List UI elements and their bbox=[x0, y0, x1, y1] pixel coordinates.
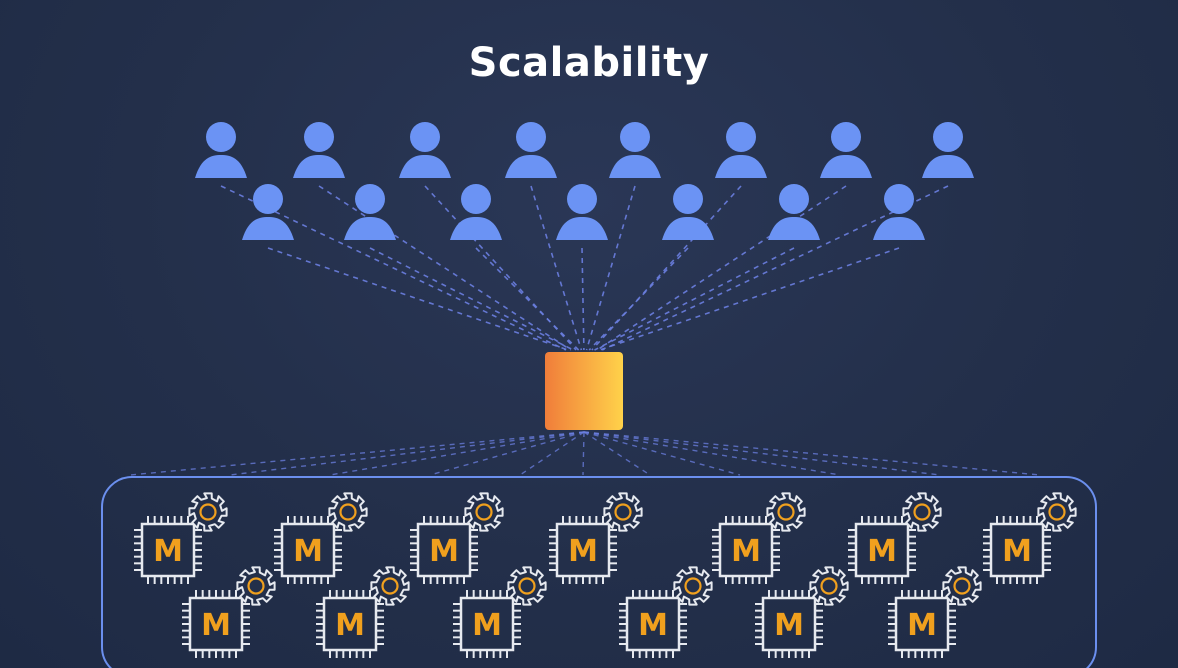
user-connection-line bbox=[601, 185, 949, 351]
ec2-instance-chip-icon: M bbox=[619, 590, 687, 658]
ec2-instance-chip-icon: M bbox=[549, 516, 617, 584]
ec2-instance-chip-icon: M bbox=[134, 516, 202, 584]
user-icon bbox=[344, 184, 396, 240]
user-icon bbox=[873, 184, 925, 240]
instance-connection-line bbox=[583, 431, 841, 476]
user-icon bbox=[399, 122, 451, 178]
user-icon bbox=[242, 184, 294, 240]
ec2-instance-chip-icon: M bbox=[712, 516, 780, 584]
ec2-instance-chip-icon: M bbox=[848, 516, 916, 584]
user-connection-line bbox=[591, 185, 742, 351]
user-connection-line bbox=[318, 185, 572, 351]
gear-icon bbox=[1037, 492, 1077, 532]
ec2-instance-chip-icon: M bbox=[755, 590, 823, 658]
instance-label: M bbox=[201, 608, 231, 643]
instance-label: M bbox=[335, 608, 365, 643]
instance-label: M bbox=[774, 608, 804, 643]
user-connections bbox=[220, 185, 949, 351]
instance-connections bbox=[129, 431, 1041, 476]
user-icon bbox=[662, 184, 714, 240]
gear-icon bbox=[673, 566, 713, 606]
gear-icon bbox=[464, 492, 504, 532]
load-balancer-box bbox=[545, 352, 623, 430]
instance-connection-line bbox=[582, 431, 585, 476]
instance-label: M bbox=[731, 534, 761, 569]
user-connection-line bbox=[585, 185, 636, 351]
user-connection-line bbox=[530, 185, 583, 351]
instance-connection-line bbox=[129, 431, 585, 476]
user-icon bbox=[768, 184, 820, 240]
instance-label: M bbox=[429, 534, 459, 569]
gear-icon bbox=[370, 566, 410, 606]
instance-connection-line bbox=[519, 431, 585, 476]
gear-icon bbox=[766, 492, 806, 532]
users-group bbox=[195, 122, 974, 240]
instance-connection-line bbox=[229, 431, 585, 476]
ec2-instance-chip-icon: M bbox=[274, 516, 342, 584]
instance-label: M bbox=[472, 608, 502, 643]
user-connection-line bbox=[424, 185, 577, 351]
instances-group: M M M M M M M M M M M M M bbox=[134, 492, 1077, 658]
user-icon bbox=[505, 122, 557, 178]
page-title: Scalability bbox=[468, 40, 710, 86]
user-connection-line bbox=[581, 247, 585, 351]
ec2-instance-chip-icon: M bbox=[983, 516, 1051, 584]
user-connection-line bbox=[594, 247, 795, 351]
user-connection-line bbox=[599, 247, 900, 351]
instance-connection-line bbox=[583, 431, 1041, 476]
user-icon bbox=[195, 122, 247, 178]
instance-connection-line bbox=[583, 431, 741, 476]
instance-label: M bbox=[568, 534, 598, 569]
user-connection-line bbox=[267, 247, 569, 351]
instance-label: M bbox=[153, 534, 183, 569]
instance-label: M bbox=[1002, 534, 1032, 569]
gear-icon bbox=[902, 492, 942, 532]
user-connection-line bbox=[475, 247, 580, 351]
user-icon bbox=[293, 122, 345, 178]
instance-label: M bbox=[293, 534, 323, 569]
user-connection-line bbox=[588, 247, 689, 351]
instance-group-border bbox=[101, 476, 1097, 668]
ec2-instance-chip-icon: M bbox=[410, 516, 478, 584]
gear-icon bbox=[507, 566, 547, 606]
instance-label: M bbox=[867, 534, 897, 569]
instance-connection-line bbox=[429, 431, 585, 476]
ec2-instance-chip-icon: M bbox=[888, 590, 956, 658]
user-icon bbox=[922, 122, 974, 178]
user-connection-line bbox=[369, 247, 574, 351]
instance-label: M bbox=[907, 608, 937, 643]
gear-icon bbox=[809, 566, 849, 606]
instance-connection-line bbox=[583, 431, 651, 476]
gear-icon bbox=[236, 566, 276, 606]
ec2-instance-chip-icon: M bbox=[453, 590, 521, 658]
user-icon bbox=[609, 122, 661, 178]
instance-connection-line bbox=[329, 431, 585, 476]
ec2-instance-chip-icon: M bbox=[316, 590, 384, 658]
gear-icon bbox=[328, 492, 368, 532]
user-icon bbox=[556, 184, 608, 240]
user-icon bbox=[450, 184, 502, 240]
user-connection-line bbox=[596, 185, 847, 351]
user-connection-line bbox=[220, 185, 567, 351]
gear-icon bbox=[942, 566, 982, 606]
instance-connection-line bbox=[583, 431, 941, 476]
instance-label: M bbox=[638, 608, 668, 643]
gear-icon bbox=[603, 492, 643, 532]
gear-icon bbox=[188, 492, 228, 532]
ec2-instance-chip-icon: M bbox=[182, 590, 250, 658]
user-icon bbox=[715, 122, 767, 178]
user-icon bbox=[820, 122, 872, 178]
